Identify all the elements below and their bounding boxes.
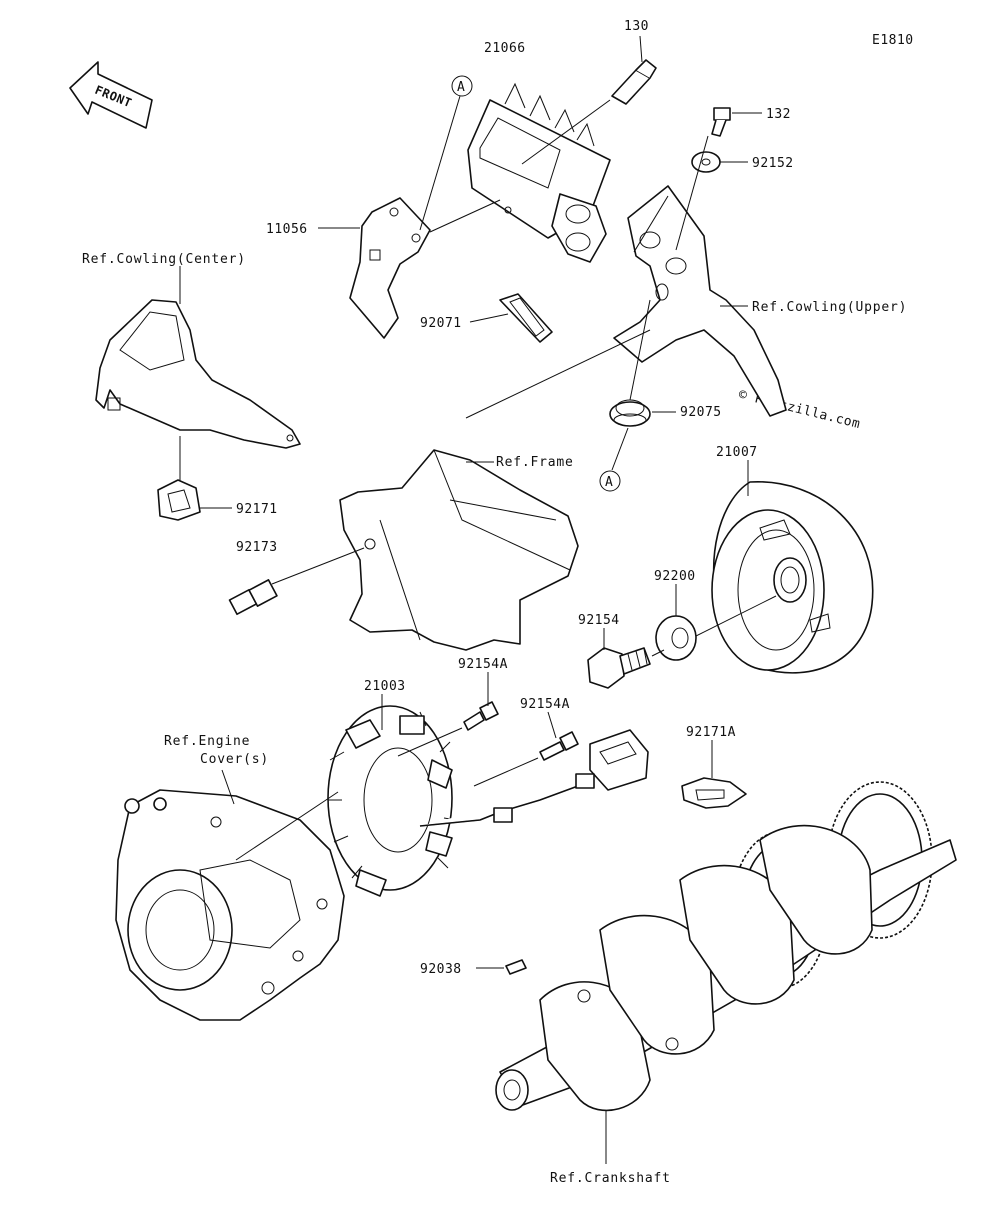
label-ref-cowling-center: Ref.Cowling(Center) [82,252,246,267]
label-92152: 92152 [752,156,794,171]
screw-92154a-1 [463,701,499,731]
label-130: 130 [624,19,649,34]
label-92154: 92154 [578,613,620,628]
diagram-code: E1810 [872,33,914,48]
regulator-rectifier [467,82,611,263]
label-92071: 92071 [420,316,462,331]
upper-cowling-bracket [613,185,787,417]
bolt-130 [611,59,657,105]
label-92171a: 92171A [686,725,736,740]
label-92171: 92171 [236,502,278,517]
crankshaft [495,781,957,1112]
label-92154a-2: 92154A [520,697,570,712]
screw-92154a-2 [539,731,579,761]
callout-a-top: A [451,75,473,97]
label-92173: 92173 [236,540,278,555]
label-21066: 21066 [484,41,526,56]
label-ref-engine-covers: Cover(s) [200,752,269,767]
label-92200: 92200 [654,569,696,584]
label-ref-cowling-upper: Ref.Cowling(Upper) [752,300,907,315]
sensor-92173 [228,579,278,616]
label-21003: 21003 [364,679,406,694]
callout-a-bottom: A [599,470,621,492]
engine-cover [115,789,345,1021]
washer-92200 [655,615,697,661]
svg-text:A: A [605,475,613,490]
front-arrow-icon: FRONT [69,61,153,129]
label-ref-crankshaft: Ref.Crankshaft [550,1171,671,1186]
frame [339,449,579,651]
grommet-92071 [499,293,553,343]
clip-92171 [157,479,201,521]
rotor-21007 [711,481,874,674]
svg-text:A: A [457,80,465,95]
washer-92152 [691,151,721,173]
label-ref-frame: Ref.Frame [496,455,574,470]
label-132: 132 [766,107,791,122]
label-92038: 92038 [420,962,462,977]
label-ref-engine: Ref.Engine [164,734,250,749]
center-cowling-bracket [95,299,301,449]
watermark: © Partzilla.com [737,387,862,432]
label-21007: 21007 [716,445,758,460]
label-92075: 92075 [680,405,722,420]
screw-132 [711,107,731,137]
bolt-92154 [587,647,651,689]
stator-connector [575,729,649,791]
bracket-11056 [349,197,431,339]
grommet-92075 [609,399,651,427]
label-92154a-1: 92154A [458,657,508,672]
clip-92171a [681,777,747,809]
stator-21003 [327,705,579,897]
key-92038 [505,959,527,975]
label-11056: 11056 [266,222,308,237]
